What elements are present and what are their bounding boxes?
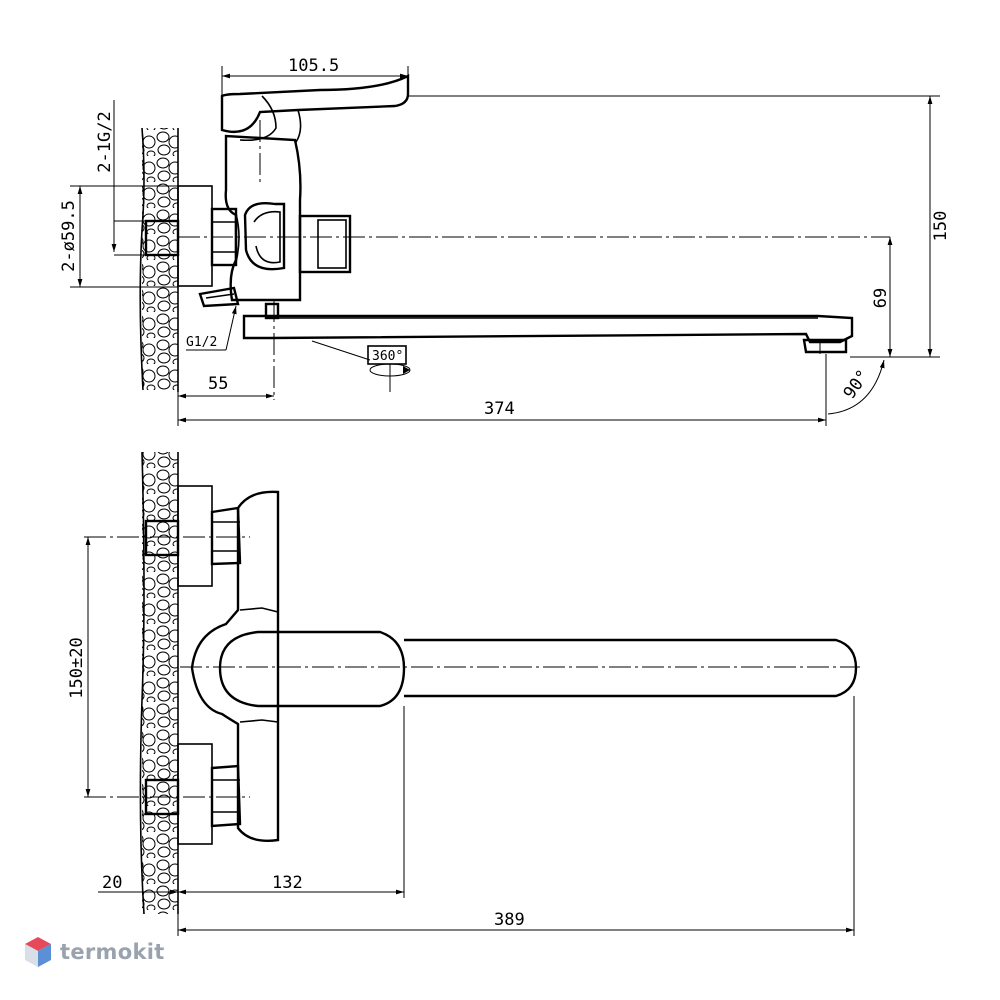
label-69: 69 — [871, 288, 891, 308]
rotation-indicator: 360° — [311, 340, 411, 392]
dimension-offset-55: 55 — [177, 374, 274, 426]
dimension-total-389: 389 — [177, 696, 855, 936]
brand-name: termokit — [60, 940, 165, 964]
dimension-diameter: 2-ø59.5 — [59, 185, 178, 288]
label-374: 374 — [484, 399, 515, 419]
label-g1-2: G1/2 — [186, 335, 217, 350]
label-360: 360° — [372, 349, 403, 364]
dimension-height-spout: 69 — [871, 237, 893, 357]
label-150-20: 150±20 — [67, 637, 87, 698]
label-20: 20 — [102, 873, 122, 893]
wall-section-top — [142, 128, 178, 390]
dimension-angle: 90° — [827, 359, 885, 415]
label-55: 55 — [208, 374, 228, 394]
dimension-outlet-thread: G1/2 — [186, 305, 237, 351]
side-elevation-view — [139, 74, 890, 400]
dimension-wall-20: 20 — [98, 873, 178, 895]
dimension-top-width: 105.5 — [221, 56, 409, 96]
wall-section-bottom — [142, 452, 178, 914]
label-2-d59-5: 2-ø59.5 — [59, 200, 79, 272]
label-150: 150 — [931, 211, 951, 242]
label-389: 389 — [494, 910, 525, 930]
label-2-1g2: 2-1G/2 — [95, 111, 115, 172]
plan-view — [84, 451, 860, 915]
label-90: 90° — [840, 366, 874, 403]
label-132: 132 — [272, 873, 303, 893]
dimension-height-total: 150 — [408, 95, 951, 358]
dimension-centers: 150±20 — [67, 537, 91, 797]
label-105-5: 105.5 — [288, 56, 339, 76]
dimension-depth-132: 132 — [178, 706, 405, 898]
hexagon-logo-icon — [25, 937, 51, 967]
brand-logo: termokit — [24, 936, 165, 968]
dimension-spout-length: 374 — [178, 354, 827, 426]
